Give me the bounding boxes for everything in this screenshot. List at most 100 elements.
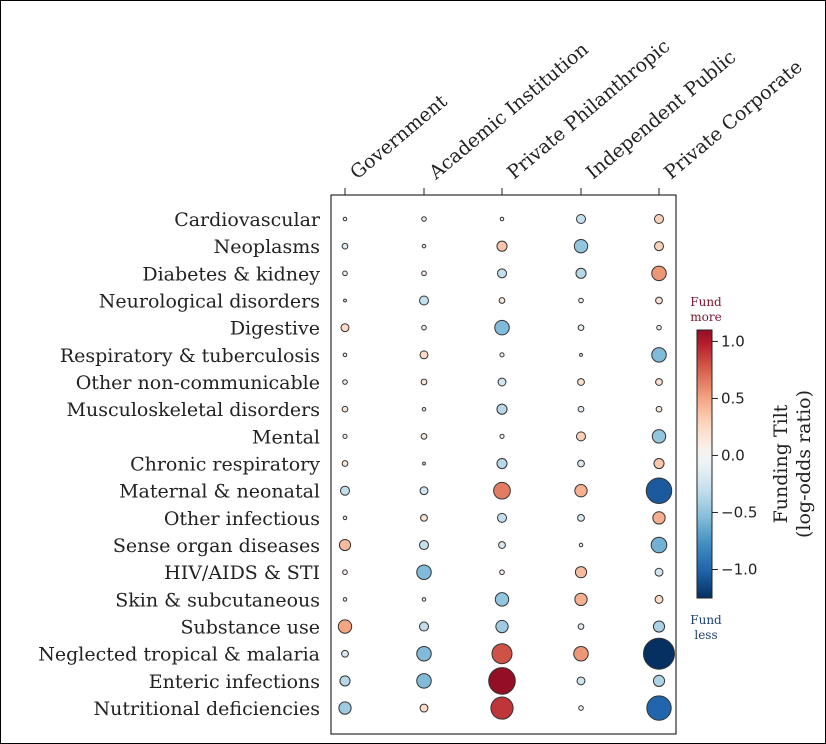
bubble [573, 645, 589, 662]
bubble [577, 459, 585, 468]
bubble [419, 350, 429, 360]
colorbar-tick-label: 1.0 [721, 332, 745, 350]
bubble [496, 403, 508, 415]
row-label: Respiratory & tuberculosis [60, 345, 320, 367]
bubble [655, 405, 663, 413]
bubble [655, 296, 663, 305]
row-label: Chronic respiratory [130, 454, 320, 476]
colorbar-gradient [696, 329, 713, 599]
colorbar-title-line2: (log-odds ratio) [793, 390, 815, 538]
bubble [494, 319, 510, 336]
colorbar-ticks: 1.00.50.0−0.5−1.0 [712, 332, 757, 578]
row-label: Neglected tropical & malaria [38, 644, 320, 666]
bubble [497, 512, 507, 523]
bubble [577, 513, 585, 522]
bubble [655, 378, 663, 386]
bubble [341, 460, 349, 467]
bubble [576, 431, 586, 442]
bubble [576, 214, 586, 224]
row-label: Sense organ diseases [113, 535, 320, 557]
bubble [498, 297, 506, 304]
colorbar-tick-label: 0.5 [721, 389, 745, 407]
bubble [579, 352, 583, 357]
row-label: Diabetes & kidney [142, 263, 320, 285]
bubble [575, 267, 587, 279]
row-label: Mental [252, 426, 320, 448]
colorbar-note-bottom-1: Fund [690, 613, 722, 627]
bubble [416, 673, 432, 689]
bubble [342, 379, 348, 385]
bubble [342, 597, 348, 602]
bubbles [337, 214, 675, 721]
bubble [576, 676, 586, 686]
column-label: Independent Public [582, 46, 740, 184]
bubble [652, 674, 666, 687]
bubble [578, 705, 584, 711]
bubble [421, 243, 427, 249]
bubble [651, 429, 667, 444]
colorbar-title-line1: Funding Tilt [770, 404, 792, 523]
row-label: Maternal & neonatal [119, 481, 320, 503]
bubble [494, 592, 510, 607]
column-ticks [344, 188, 660, 195]
bubble [419, 703, 429, 713]
column-label: Private Corporate [660, 56, 807, 184]
row-label: Musculoskeletal disorders [67, 399, 321, 421]
bubble [574, 592, 588, 607]
bubble [341, 649, 349, 658]
bubble [341, 405, 349, 413]
bubble [497, 377, 507, 387]
bubble [342, 433, 348, 439]
bubble [338, 701, 352, 715]
bubble [499, 352, 505, 358]
bubble [496, 240, 508, 252]
bubble [654, 594, 664, 604]
bubble [574, 566, 588, 579]
bubble [577, 623, 585, 630]
bubble [420, 433, 428, 440]
row-label: Digestive [230, 318, 320, 340]
colorbar-note-top-1: Fund [690, 295, 722, 309]
bubble [656, 324, 662, 331]
bubble [416, 645, 432, 662]
bubble [342, 569, 348, 576]
bubble [340, 323, 350, 333]
bubble [577, 378, 585, 386]
bubble [421, 406, 427, 412]
bubble [654, 214, 664, 224]
bubble [578, 542, 584, 548]
bubble [574, 484, 588, 498]
bubble [338, 538, 352, 552]
bubble [652, 511, 666, 525]
bubble [421, 216, 427, 222]
row-label: Nutritional deficiencies [94, 698, 320, 720]
colorbar-tick-label: 0.0 [721, 446, 745, 464]
bubble [337, 619, 353, 634]
bubble [645, 477, 673, 504]
bubble [646, 695, 672, 721]
colorbar-note-bottom-2: less [694, 628, 717, 642]
bubble [498, 541, 506, 549]
bubble [493, 481, 511, 500]
bubble [652, 620, 666, 633]
row-label: Substance use [180, 617, 320, 639]
bubble [651, 265, 667, 282]
row-label: Neoplasms [214, 236, 320, 258]
bubble [421, 324, 427, 331]
bubble [577, 324, 585, 332]
bubble [573, 238, 589, 254]
bubble [421, 597, 427, 602]
bubble [654, 567, 664, 577]
bubble [497, 268, 507, 279]
bubble [577, 405, 585, 413]
bubble [499, 433, 505, 439]
bubble [416, 564, 432, 580]
bubble [419, 540, 429, 551]
bubble [491, 643, 513, 665]
plot-area [330, 194, 677, 735]
bubble [420, 378, 428, 386]
row-label: Enteric infections [149, 671, 320, 693]
